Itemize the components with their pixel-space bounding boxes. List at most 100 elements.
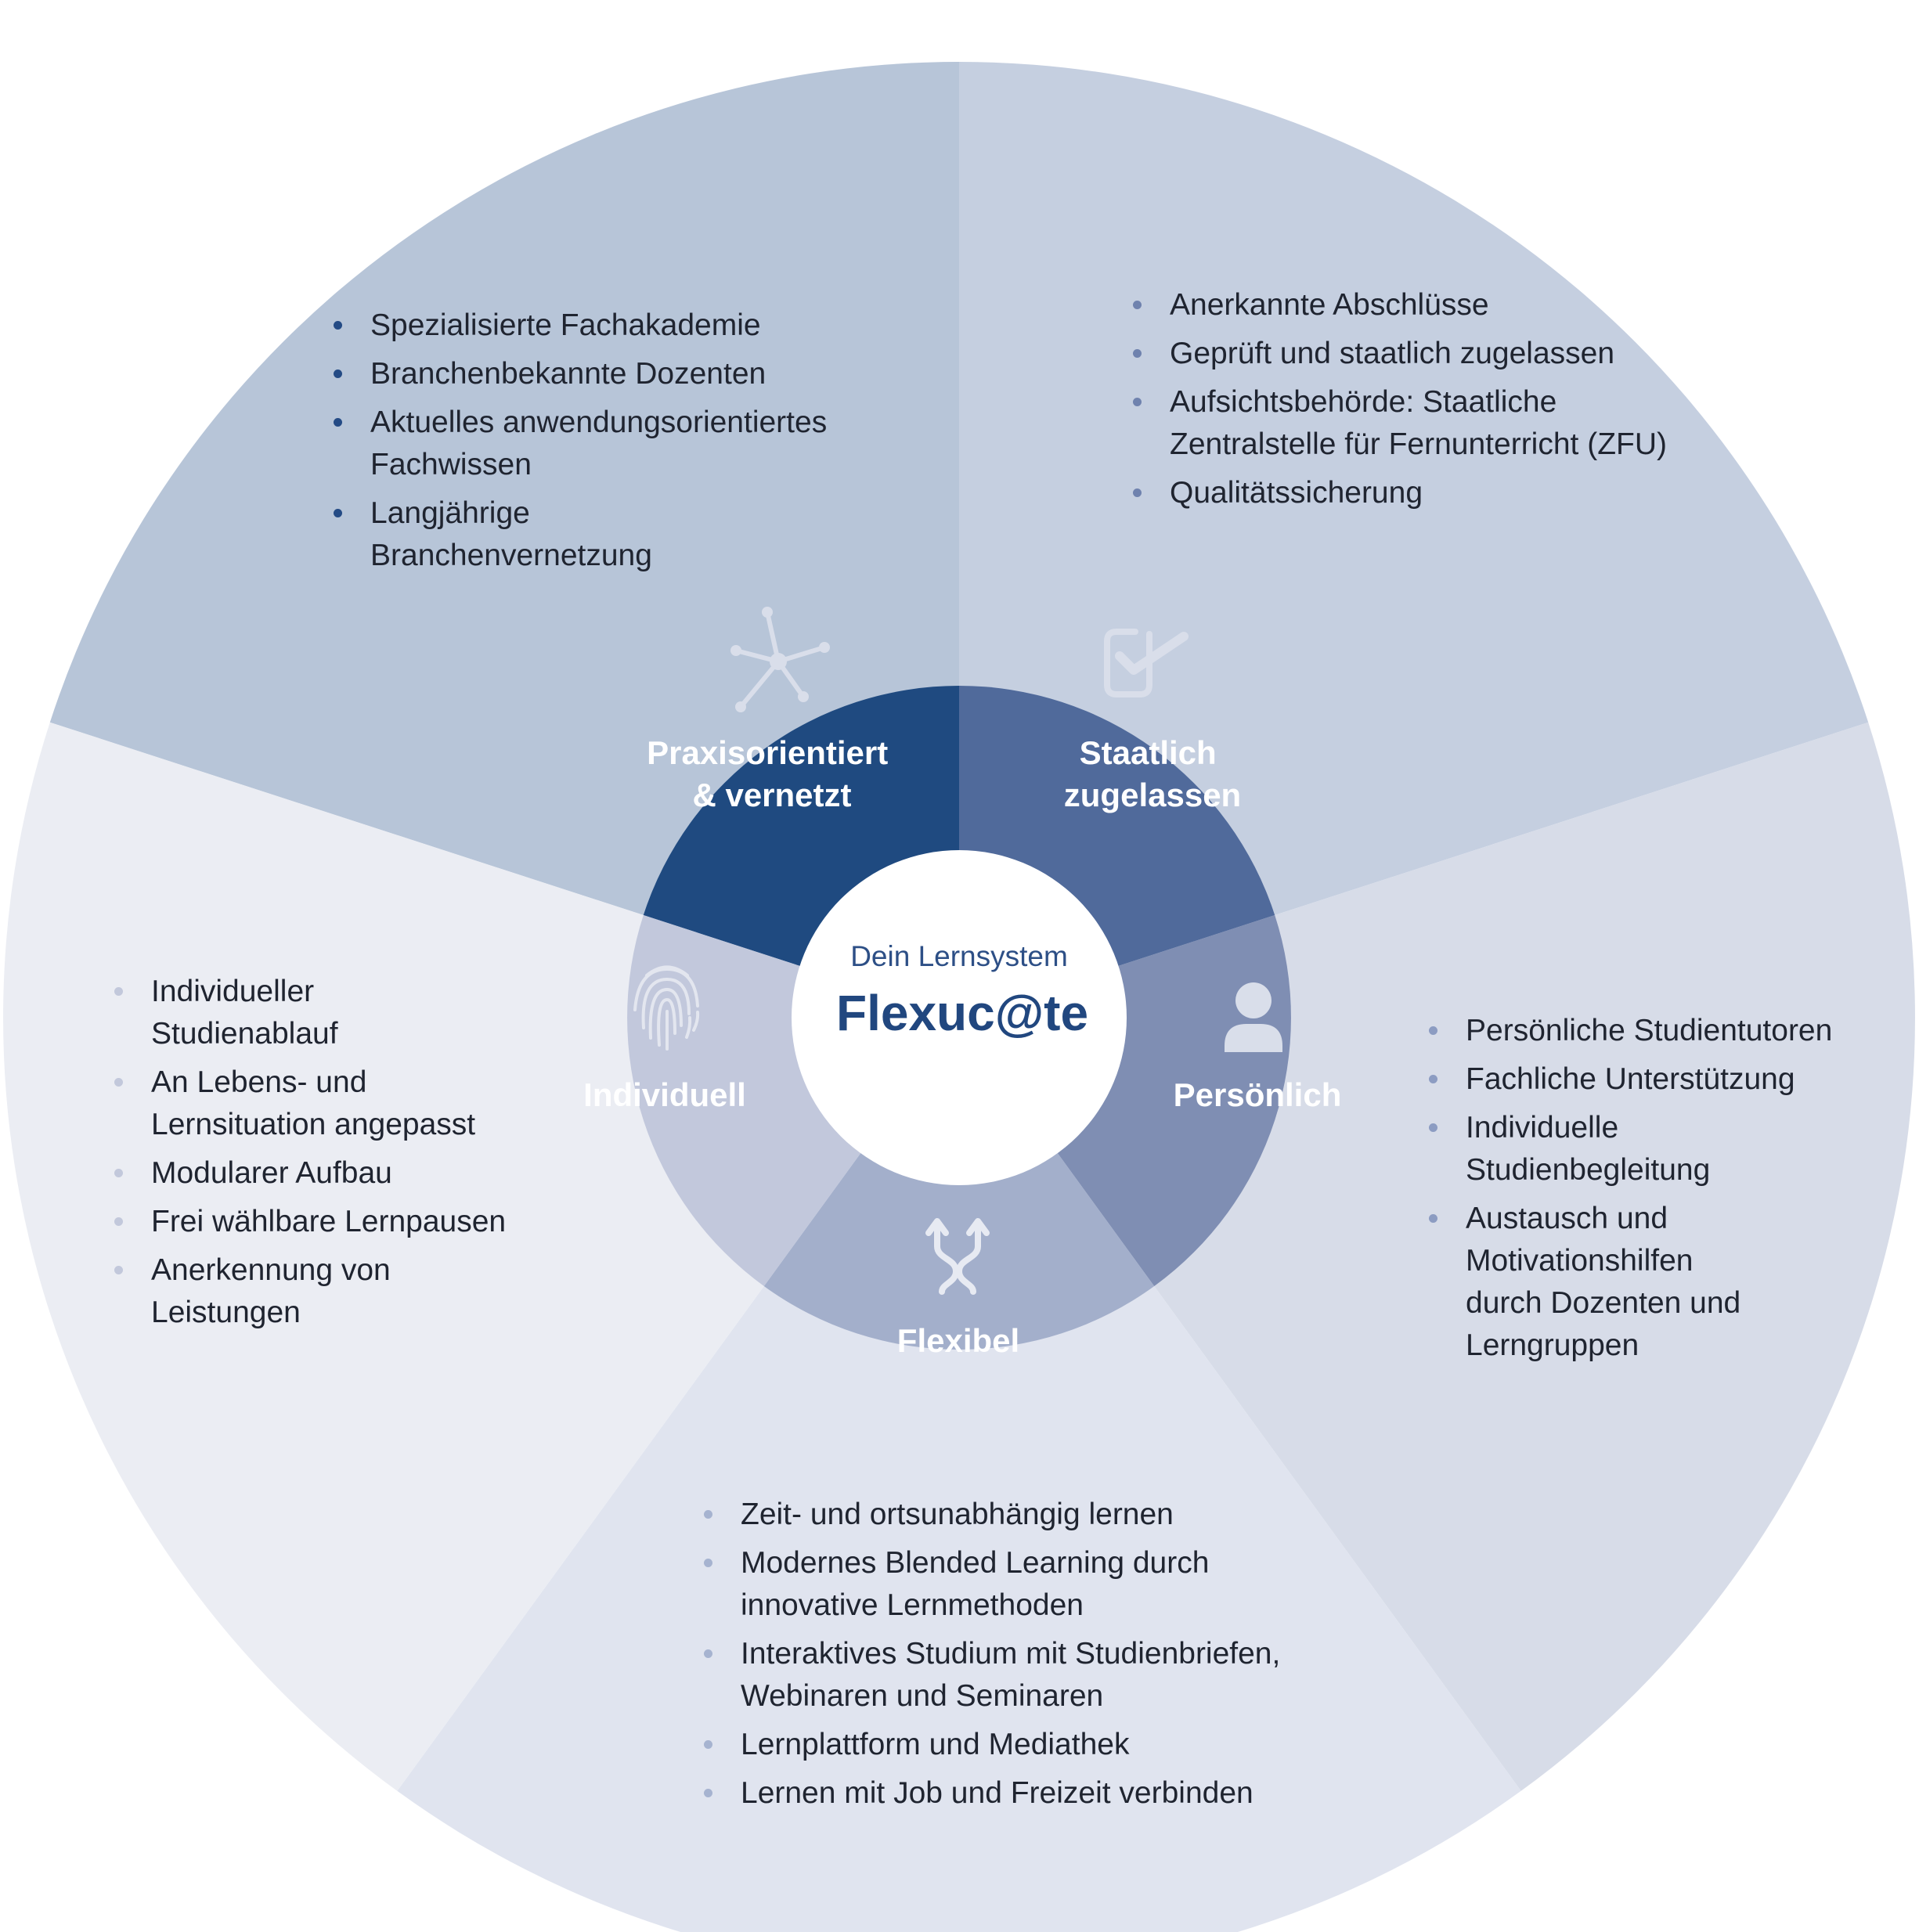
segment-label-praxis: Praxisorientiert & vernetzt xyxy=(647,734,897,813)
person-icon xyxy=(1225,982,1282,1052)
center-title: Flexuc@te xyxy=(836,985,1088,1041)
bullet-text: Branchenvernetzung xyxy=(370,539,652,572)
bullet-text: Aktuelles anwendungsorientiertes xyxy=(370,406,828,439)
bullet-text: Leistungen xyxy=(151,1296,301,1329)
bullet-text: Aufsichtsbehörde: Staatliche xyxy=(1170,385,1557,419)
bullet-text: Modularer Aufbau xyxy=(151,1156,392,1190)
bullet-text: Individueller xyxy=(151,975,315,1008)
bullet-item: Frei wählbare Lernpausen xyxy=(114,1201,506,1243)
bullet-dot-icon xyxy=(1133,301,1142,309)
bullet-text: Studienablauf xyxy=(151,1017,338,1051)
bullet-item: Anerkannte Abschlüsse xyxy=(1133,284,1667,326)
bullet-item: Interaktives Studium mit Studienbriefen,… xyxy=(704,1633,1280,1718)
bullet-item: Qualitätssicherung xyxy=(1133,472,1667,514)
bullet-dot-icon xyxy=(334,369,342,378)
bullet-dot-icon xyxy=(114,1266,123,1274)
bullet-dot-icon xyxy=(1429,1123,1437,1132)
bullet-dot-icon xyxy=(704,1649,712,1658)
bullet-item: Geprüft und staatlich zugelassen xyxy=(1133,333,1667,375)
bullet-text: Frei wählbare Lernpausen xyxy=(151,1205,507,1238)
bullet-text: Webinaren und Seminaren xyxy=(741,1679,1104,1713)
bullet-text: Lernsituation angepasst xyxy=(151,1108,476,1141)
segment-label-praxis-line1: Praxisorientiert xyxy=(647,734,888,771)
bullet-text: Anerkennung von xyxy=(151,1253,391,1287)
bullet-dot-icon xyxy=(704,1510,712,1519)
bullet-dot-icon xyxy=(704,1789,712,1797)
bullet-text: innovative Lernmethoden xyxy=(741,1588,1084,1622)
bullet-text: Austausch und xyxy=(1466,1202,1668,1235)
bullet-text: Fachwissen xyxy=(370,448,532,481)
bullet-dot-icon xyxy=(1133,488,1142,497)
fingerprint-icon xyxy=(633,965,700,1051)
bullet-text: Lerngruppen xyxy=(1466,1328,1639,1362)
bullet-dot-icon xyxy=(334,321,342,330)
bullet-text: Zentralstelle für Fernunterricht (ZFU) xyxy=(1170,427,1667,461)
checkbox-icon xyxy=(1104,629,1189,697)
bullet-dot-icon xyxy=(1429,1075,1437,1083)
bullet-dot-icon xyxy=(114,1169,123,1177)
bullet-text: Individuelle xyxy=(1466,1111,1619,1144)
segment-label-individuell: Individuell xyxy=(583,1076,746,1113)
bullet-dot-icon xyxy=(334,509,342,517)
segment-label-flexibel: Flexibel xyxy=(897,1322,1019,1359)
merge-arrows-icon xyxy=(925,1218,990,1295)
center-subtitle: Dein Lernsystem xyxy=(850,940,1068,972)
bullet-text: Motivationshilfen xyxy=(1466,1244,1694,1278)
bullet-item: Spezialisierte Fachakademie xyxy=(334,305,827,347)
bullet-dot-icon xyxy=(114,987,123,996)
bullet-item: Lernen mit Job und Freizeit verbinden xyxy=(704,1772,1280,1815)
bullet-text: durch Dozenten und xyxy=(1466,1286,1741,1320)
bullet-item: Persönliche Studientutoren xyxy=(1429,1010,1832,1052)
bullet-text: Interaktives Studium mit Studienbriefen, xyxy=(741,1637,1281,1671)
bullet-item: Modularer Aufbau xyxy=(114,1152,506,1195)
segment-label-staatlich-line2: zugelassen xyxy=(1064,777,1241,813)
bullet-text: An Lebens- und xyxy=(151,1065,367,1099)
segment-label-persoenlich: Persönlich xyxy=(1174,1076,1342,1113)
bullet-dot-icon xyxy=(114,1078,123,1087)
bullet-text: Langjährige xyxy=(370,496,530,530)
bullet-dot-icon xyxy=(1429,1026,1437,1035)
bullet-item: Modernes Blended Learning durch innovativ… xyxy=(704,1542,1280,1627)
bullet-text: Persönliche Studientutoren xyxy=(1466,1014,1833,1047)
center-circle xyxy=(792,850,1127,1185)
bullet-dot-icon xyxy=(704,1740,712,1749)
bullet-text: Modernes Blended Learning durch xyxy=(741,1546,1210,1580)
bullet-dot-icon xyxy=(114,1217,123,1226)
bullet-item: Zeit- und ortsunabhängig lernen xyxy=(704,1494,1280,1536)
bullet-text: Anerkannte Abschlüsse xyxy=(1170,288,1489,322)
bullet-text: Geprüft und staatlich zugelassen xyxy=(1170,337,1615,370)
bullet-text: Branchenbekannte Dozenten xyxy=(370,357,767,391)
bullet-text: Qualitätssicherung xyxy=(1170,476,1423,510)
segment-label-staatlich: Staatlich zugelassen xyxy=(1064,734,1241,813)
bullet-text: Studienbegleitung xyxy=(1466,1153,1711,1187)
bullet-text: Zeit- und ortsunabhängig lernen xyxy=(741,1498,1174,1531)
bullet-dot-icon xyxy=(704,1559,712,1567)
bullet-dot-icon xyxy=(1429,1214,1437,1223)
bullet-text: Fachliche Unterstützung xyxy=(1466,1062,1795,1096)
segment-label-praxis-line2: & vernetzt xyxy=(692,777,851,813)
network-icon xyxy=(730,607,830,712)
bullet-text: Lernplattform und Mediathek xyxy=(741,1728,1130,1761)
bullet-item: Branchenbekannte Dozenten xyxy=(334,353,827,395)
outer-segment-flexibel xyxy=(397,1018,1521,1932)
bullet-text: Lernen mit Job und Freizeit verbinden xyxy=(741,1776,1253,1810)
bullet-dot-icon xyxy=(1133,398,1142,406)
bullet-item: Fachliche Unterstützung xyxy=(1429,1058,1832,1101)
bullet-dot-icon xyxy=(1133,349,1142,358)
bullet-item: Lernplattform und Mediathek xyxy=(704,1724,1280,1766)
segment-label-staatlich-line1: Staatlich xyxy=(1080,734,1217,771)
